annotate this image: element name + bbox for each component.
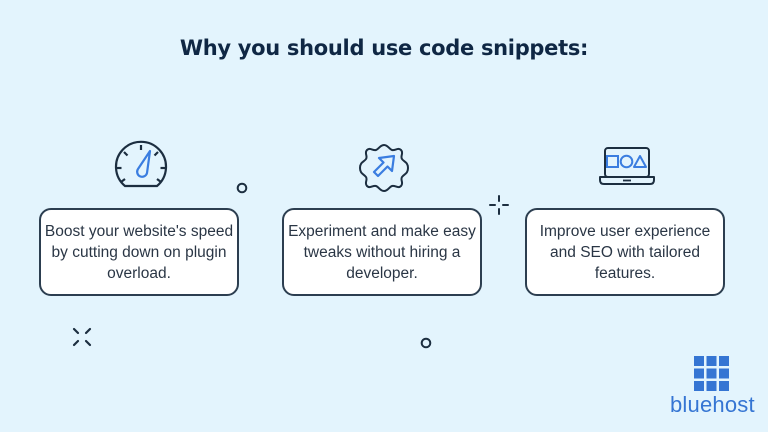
circle-decoration-icon bbox=[420, 337, 432, 349]
benefit-card-speed: Boost your website's speed by cutting do… bbox=[39, 208, 239, 296]
gear-arrow-icon bbox=[359, 144, 409, 192]
burst-decoration-icon bbox=[72, 327, 92, 347]
sparkle-decoration-icon bbox=[489, 195, 509, 215]
card-text: Improve user experience and SEO with tai… bbox=[539, 222, 711, 282]
card-text: Boost your website's speed by cutting do… bbox=[44, 222, 234, 282]
benefit-card-ux-seo: Improve user experience and SEO with tai… bbox=[525, 208, 725, 296]
speedometer-icon bbox=[114, 140, 168, 188]
brand-name: bluehost bbox=[670, 392, 755, 417]
card-text: Experiment and make easy tweaks without … bbox=[288, 222, 476, 282]
page-title: Why you should use code snippets: bbox=[179, 36, 589, 60]
bluehost-grid-logo-icon bbox=[694, 356, 729, 391]
benefit-card-experiment: Experiment and make easy tweaks without … bbox=[282, 208, 482, 296]
circle-decoration-icon bbox=[236, 182, 248, 194]
laptop-shapes-icon bbox=[599, 147, 655, 185]
